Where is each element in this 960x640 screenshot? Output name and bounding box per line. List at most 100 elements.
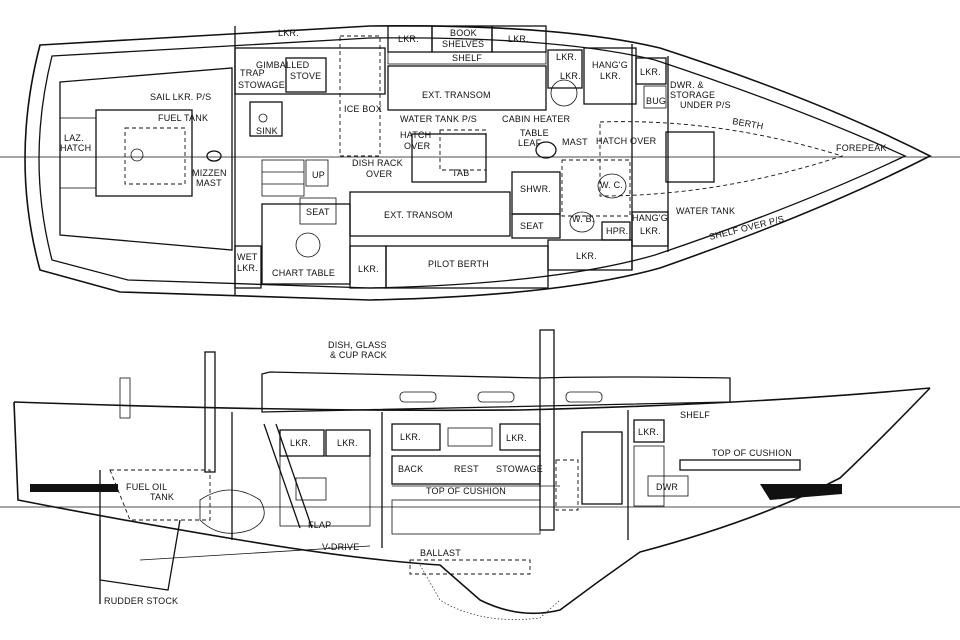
- laz-hatch-box: [59, 117, 97, 189]
- galley-counter-profile: [279, 455, 371, 527]
- lkr-mid-box: [547, 49, 583, 89]
- head-door: [581, 431, 623, 505]
- fwd-lkr-label: LKR.: [638, 427, 659, 437]
- lkr-head-label: LKR.: [576, 251, 597, 261]
- settee-base: [391, 499, 541, 535]
- ballast-box: [409, 559, 531, 575]
- fwd-lkr-box: [633, 419, 665, 443]
- fuel-tank-label: FUEL TANK: [158, 113, 208, 123]
- gimballed-label-1: GIMBALLED: [256, 60, 310, 70]
- sail-lkr-label: SAIL LKR. P/S: [150, 92, 211, 102]
- cabin-heater-label: CABIN HEATER: [502, 114, 571, 124]
- ballast-label: BALLAST: [420, 548, 461, 558]
- saloon-lkr-1-label: LKR.: [400, 432, 421, 442]
- sheer-line: [13, 387, 931, 412]
- chart-table-label: CHART TABLE: [272, 268, 335, 278]
- water-tank-label: WATER TANK: [676, 206, 735, 216]
- galley-counter: [234, 47, 386, 95]
- main-mast-stub: [539, 329, 555, 531]
- wc-bowl-icon: [597, 173, 627, 199]
- sink-drain-icon: [258, 113, 268, 123]
- dish-rack-label-1: DISH RACK: [352, 158, 403, 168]
- flap-label: FLAP: [308, 520, 331, 530]
- book-label-2: SHELVES: [442, 39, 484, 49]
- saloon-lkr-2-box: [499, 423, 541, 451]
- sink-box: [249, 101, 283, 137]
- hpr-label: HPR.: [606, 226, 628, 236]
- wb-label: W. B.: [572, 214, 595, 224]
- laz-hatch-label-2: HATCH: [60, 143, 91, 153]
- mizzen-label-1: MIZZEN: [192, 168, 227, 178]
- shelf-box: [387, 51, 547, 65]
- main-mast-icon: [535, 141, 557, 159]
- settee-back: [391, 455, 541, 485]
- lkr-head-box: [547, 239, 633, 271]
- ext-transom-lower-label: EXT. TRANSOM: [384, 210, 453, 220]
- chart-table-box: [261, 203, 351, 285]
- lkr-lower-label: LKR.: [358, 264, 379, 274]
- galley-lkr-1-label: LKR.: [290, 438, 311, 448]
- dwr-storage-label-3: UNDER P/S: [680, 100, 731, 110]
- table-leaf-label-2: LEAF: [518, 138, 542, 148]
- hangg-lkr-label-2: LKR.: [600, 71, 621, 81]
- laz-hatch-label-1: LAZ.: [64, 133, 84, 143]
- stowage-label: STOWAGE: [496, 464, 543, 474]
- dish-glass-label-2: & CUP RACK: [330, 350, 387, 360]
- rudder-stock-label: RUDDER STOCK: [104, 596, 178, 606]
- mast-step-upper: [550, 79, 578, 107]
- sink-label: SINK: [256, 126, 278, 136]
- table-leaf-label-1: TABLE: [520, 128, 549, 138]
- profile-view: LKR. LKR. FLAP LKR. LKR. BACK REST STOWA…: [0, 329, 960, 620]
- lkr-top-aft-label: LKR.: [278, 28, 299, 38]
- tab-label: TAB: [452, 168, 469, 178]
- mizzen-mast-stub: [204, 351, 216, 473]
- dwr-box: [647, 475, 689, 497]
- lkr-book2-label: LKR.: [508, 34, 529, 44]
- hatch-over-main-label-1: HATCH: [400, 130, 431, 140]
- ice-box-label: ICE BOX: [344, 104, 382, 114]
- dwr-storage-label-2: STORAGE: [670, 90, 715, 100]
- wet-lkr-box: [234, 245, 262, 289]
- lkr-hangg-label: LKR.: [640, 226, 661, 236]
- shelf-label: SHELF: [452, 53, 482, 63]
- ext-transom-lower-box: [349, 191, 511, 237]
- fuel-fill-cap: [130, 148, 144, 162]
- saloon-lkr-2-label: LKR.: [506, 433, 527, 443]
- back-label: BACK: [398, 464, 423, 474]
- lkr-fwd2-label: LKR.: [640, 67, 661, 77]
- ladder-steps: [261, 159, 305, 197]
- ext-transom-upper-label: EXT. TRANSOM: [422, 90, 491, 100]
- step-up-box: [305, 159, 329, 187]
- keel-outline: [419, 564, 561, 620]
- rest-label: REST: [454, 464, 479, 474]
- fwd-hatch-box: [665, 131, 715, 183]
- water-tank-ps-label: WATER TANK P/S: [400, 114, 477, 124]
- lkr-fwd2-box: [635, 57, 667, 85]
- lkr-book1-label: LKR.: [398, 34, 419, 44]
- dish-glass-label-1: DISH, GLASS: [328, 340, 387, 350]
- gimballed-label-2: STOVE: [290, 71, 321, 81]
- trap-stowage-label-1: TRAP: [240, 68, 265, 78]
- v-drive-label: V-DRIVE: [322, 542, 359, 552]
- plan-hull-outline: [24, 25, 932, 301]
- wc-box: [561, 159, 631, 217]
- wet-lkr-label-2: LKR.: [237, 263, 258, 273]
- hangg-lkr-label-1: HANG'G: [592, 60, 628, 70]
- shwr-label: SHWR.: [520, 184, 551, 194]
- mizzen-label-2: MAST: [196, 178, 222, 188]
- top-of-cushion-fwd-label: TOP OF CUSHION: [712, 448, 792, 458]
- dwr-label: DWR: [656, 482, 678, 492]
- cabin-house: [261, 371, 731, 413]
- seat-aft-label: SEAT: [306, 207, 330, 217]
- bug-label: BUG: [646, 96, 666, 106]
- wc-label: W. C.: [600, 180, 623, 190]
- hangg-lower-box: [631, 211, 669, 247]
- fuel-tank-profile: [109, 469, 211, 521]
- seat-box-aft: [299, 197, 337, 225]
- bug-box: [643, 85, 667, 109]
- hull-underbody: [13, 387, 931, 615]
- plan-view: LAZ. HATCH SAIL LKR. P/S FUEL TANK MIZZE…: [0, 25, 960, 301]
- rudder-outline: [99, 519, 181, 591]
- boot-stripe-fwd: [760, 484, 842, 500]
